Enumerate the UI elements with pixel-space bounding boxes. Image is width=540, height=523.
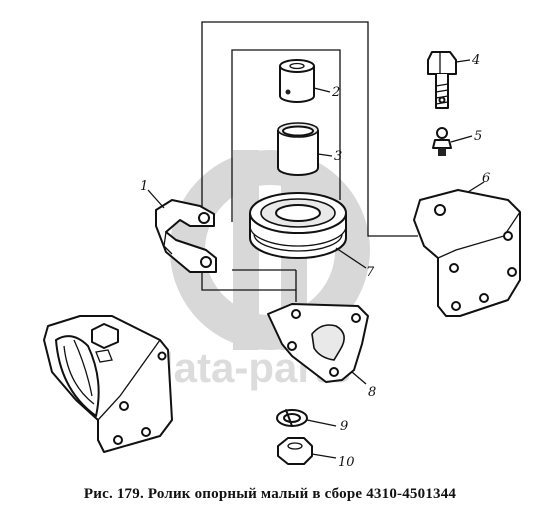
assembly-guide-lines xyxy=(201,21,418,302)
callout-4: 4 xyxy=(471,53,480,68)
roller-part xyxy=(249,192,367,269)
mounting-plate-part xyxy=(413,181,521,317)
nut-part xyxy=(277,437,337,465)
bracket-part xyxy=(147,189,217,273)
grease-fitting-part xyxy=(432,127,473,156)
support-plate-part xyxy=(267,303,369,385)
callout-2: 2 xyxy=(331,85,340,100)
sleeve-part xyxy=(277,122,333,176)
spring-washer-part xyxy=(276,409,337,427)
figure-caption: Рис. 179. Ролик опорный малый в сборе 43… xyxy=(83,486,457,502)
callout-3: 3 xyxy=(334,149,342,164)
callout-9: 9 xyxy=(340,419,348,434)
callout-7: 7 xyxy=(366,265,375,280)
assembled-roller-unit xyxy=(43,315,173,453)
callout-1: 1 xyxy=(140,179,148,194)
callout-10: 10 xyxy=(338,455,355,470)
bushing-part xyxy=(279,59,331,103)
callout-5: 5 xyxy=(474,129,482,144)
callout-labels: 1 2 3 4 5 6 7 8 9 10 xyxy=(140,53,490,470)
callout-6: 6 xyxy=(482,171,490,186)
callout-8: 8 xyxy=(368,385,376,400)
bolt-part xyxy=(427,51,471,109)
